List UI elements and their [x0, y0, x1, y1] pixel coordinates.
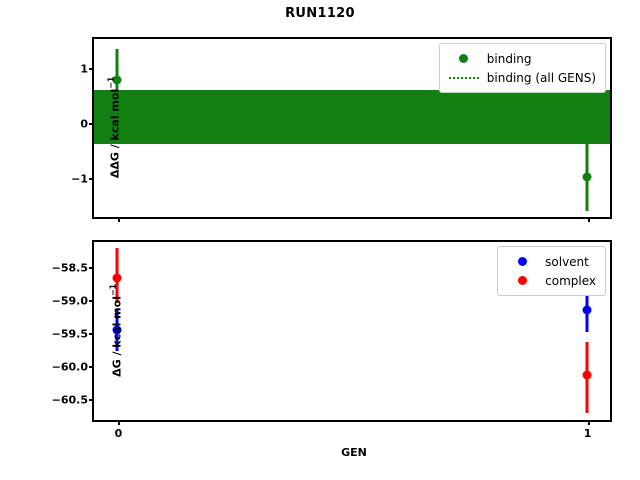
y-axis-tick-mark: [89, 123, 94, 126]
legend-label: binding (all GENS): [486, 70, 596, 85]
legend-marker-icon: [517, 257, 527, 266]
x-axis-tick-mark: [118, 217, 121, 222]
data-point[interactable]: [112, 273, 122, 283]
legend-label: solvent: [545, 254, 589, 269]
y-axis-tick-label: −60.5: [51, 393, 88, 407]
x-axis-tick-mark: [587, 420, 590, 425]
y-axis-tick-mark: [89, 333, 94, 336]
legend-entry[interactable]: binding: [447, 49, 596, 68]
legend-entry[interactable]: complex: [505, 271, 596, 290]
bottom-panel-y-axis-label: ΔG / kcal mol−1: [109, 250, 124, 410]
y-axis-tick-mark: [89, 178, 94, 181]
data-point[interactable]: [582, 172, 592, 182]
bottom-panel-plot-area: [94, 242, 610, 420]
y-axis-tick-label: −1: [71, 172, 88, 186]
legend-marker-icon: [459, 54, 469, 63]
x-axis-tick-mark: [118, 420, 121, 425]
legend-entry[interactable]: binding (all GENS): [447, 68, 596, 87]
data-point[interactable]: [112, 325, 122, 335]
y-axis-tick-label: −59.5: [51, 327, 88, 341]
data-point[interactable]: [582, 305, 592, 315]
legend-dotted-line-icon: [448, 76, 479, 79]
x-axis-tick-mark: [587, 217, 590, 222]
top-panel-y-axis-label: ΔΔG / kcal mol−1: [107, 47, 122, 207]
y-axis-tick-mark: [89, 267, 94, 270]
y-axis-tick-label: −60.0: [51, 360, 88, 374]
confidence-band: [94, 90, 610, 144]
top-panel-plot-area: [94, 39, 610, 217]
legend-entry[interactable]: solvent: [505, 252, 596, 271]
bottom-panel-y-axis-label-text: ΔG / kcal mol: [110, 296, 124, 377]
x-axis-tick-label: 0: [114, 427, 123, 440]
bottom-panel-legend[interactable]: solvent complex: [497, 246, 606, 296]
legend-marker-icon: [517, 276, 527, 285]
y-axis-tick-mark: [89, 300, 94, 303]
top-panel-y-axis-label-text: ΔΔG / kcal mol: [108, 88, 122, 179]
y-axis-tick-label: 1: [80, 62, 88, 76]
x-axis-tick-label: 1: [583, 427, 592, 440]
top-panel-y-axis-label-exponent: −1: [106, 76, 116, 89]
legend-label: complex: [545, 273, 596, 288]
y-axis-tick-label: −58.5: [51, 261, 88, 275]
y-axis-tick-label: 0: [80, 117, 88, 131]
legend-label: binding: [486, 51, 532, 66]
data-point[interactable]: [112, 75, 122, 85]
bottom-panel-axes: ΔG / kcal mol−1 GEN solvent complex −60.5…: [52, 240, 612, 459]
y-axis-tick-mark: [89, 366, 94, 369]
y-axis-tick-label: −59.0: [51, 294, 88, 308]
y-axis-tick-mark: [89, 68, 94, 71]
y-axis-tick-mark: [89, 399, 94, 402]
data-point[interactable]: [582, 370, 592, 379]
x-axis-label: GEN: [341, 446, 367, 459]
top-panel-legend[interactable]: binding binding (all GENS): [438, 43, 606, 93]
bottom-panel-y-axis-label-exponent: −1: [108, 283, 118, 297]
figure-title: RUN1120: [285, 6, 355, 21]
